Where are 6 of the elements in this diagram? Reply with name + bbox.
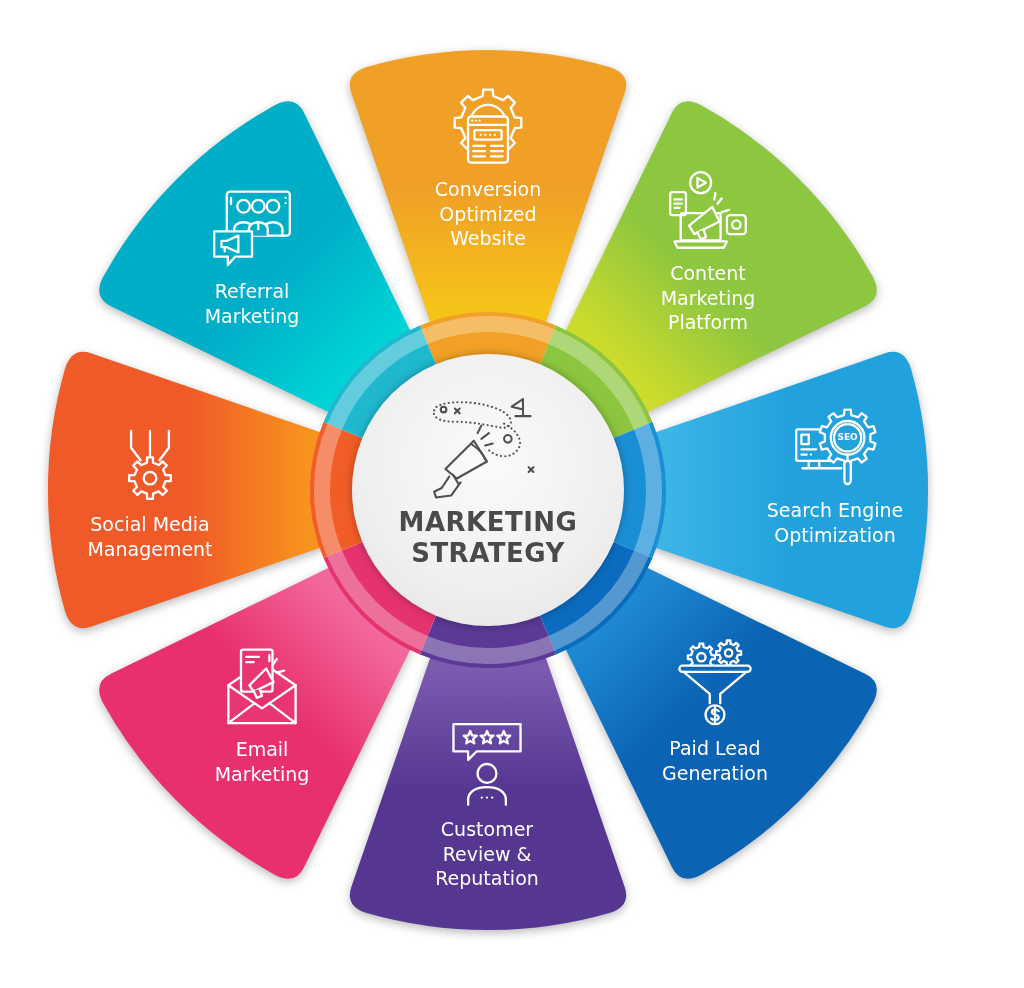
center-title: MARKETING STRATEGY <box>397 507 579 569</box>
petal-label: Search Engine Optimization <box>765 498 905 548</box>
petal-label: Customer Review & Reputation <box>434 816 540 892</box>
icon-text: SEO <box>837 433 858 443</box>
petal-label: Conversion Optimized Website <box>433 176 543 252</box>
petal-label: Social Media Management <box>86 512 214 562</box>
